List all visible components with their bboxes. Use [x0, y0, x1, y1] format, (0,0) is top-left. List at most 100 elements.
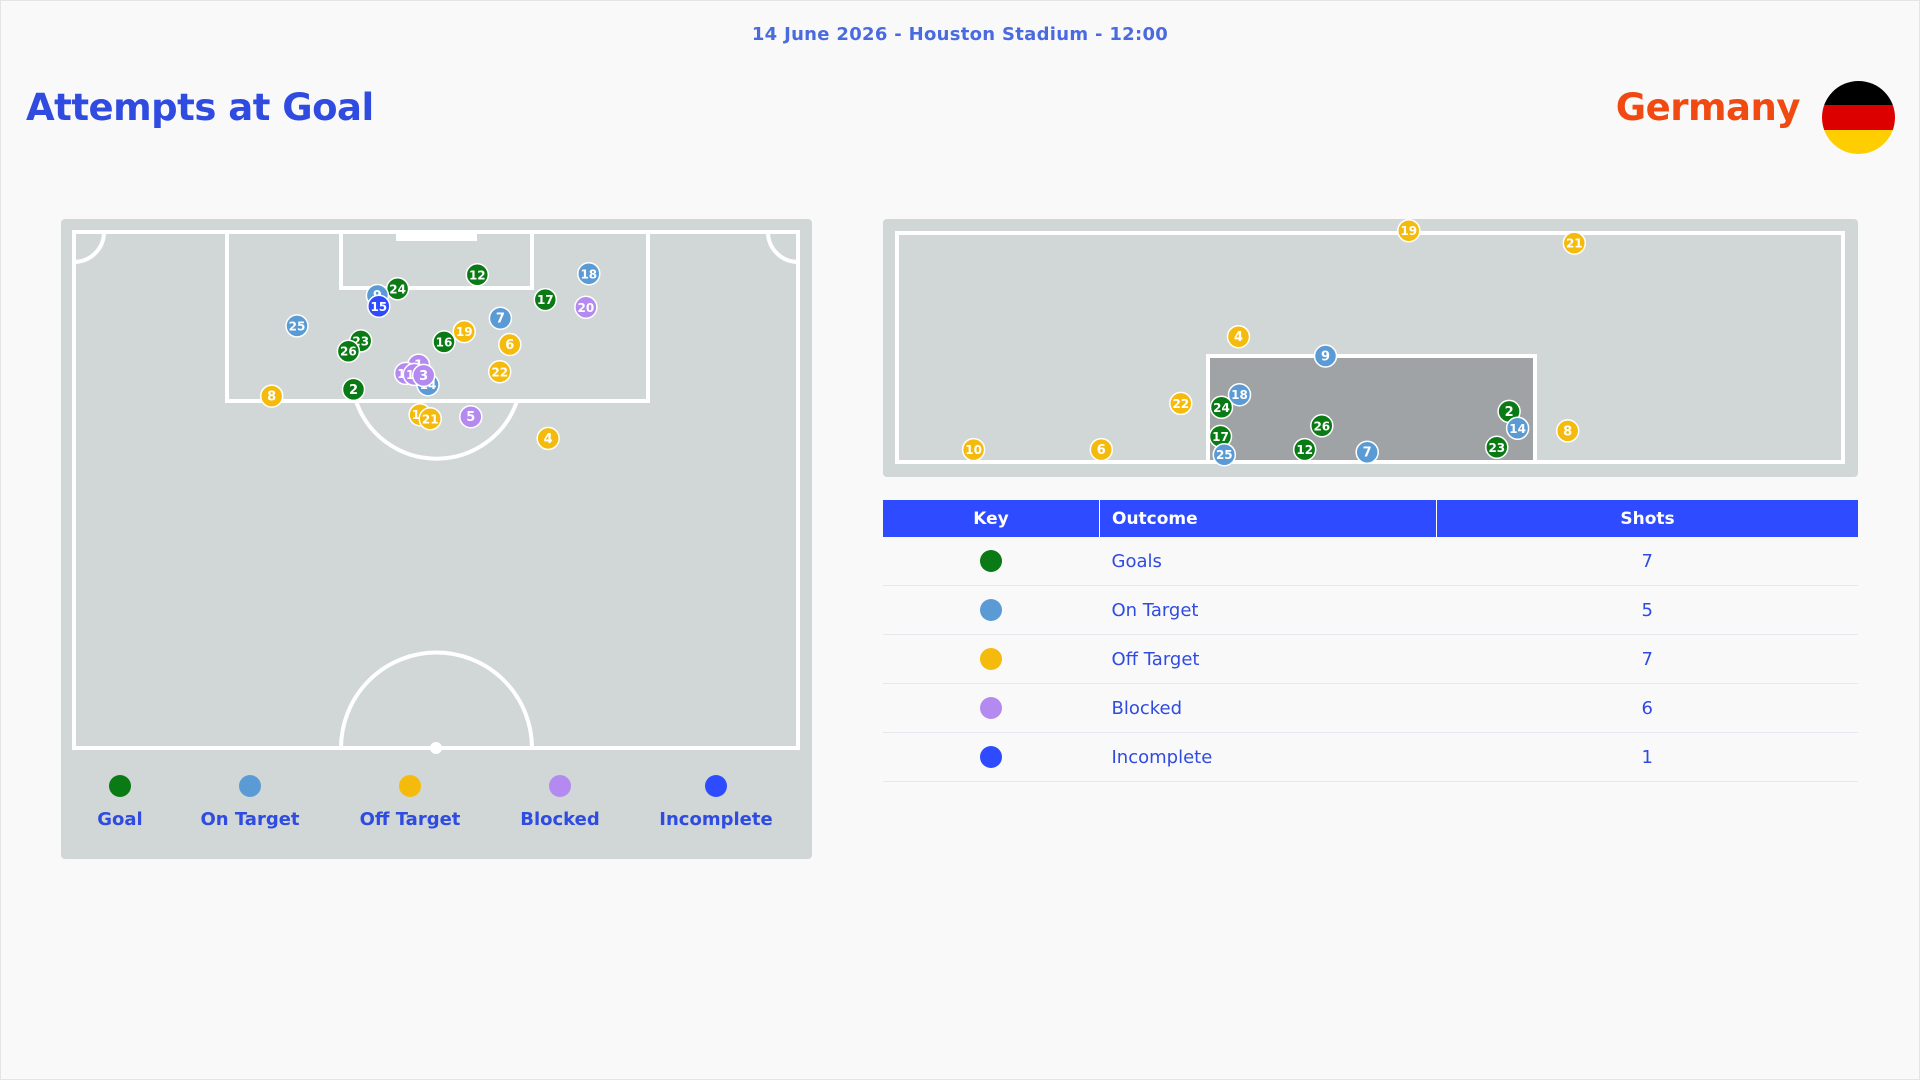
shot-label: 18 — [580, 267, 597, 281]
header-key: Key — [883, 500, 1100, 537]
shot-point — [574, 295, 598, 320]
shot-marker: 24 — [1209, 395, 1234, 420]
shots-cell: 6 — [1436, 683, 1858, 733]
shot-point — [1226, 324, 1251, 349]
legend-item-goal: Goal — [40, 775, 200, 830]
shot-marker: 9 — [1313, 344, 1338, 368]
shot-marker: 22 — [1169, 391, 1193, 416]
shot-label: 26 — [340, 345, 357, 359]
outcome-cell: Off Target — [1099, 634, 1437, 684]
shot-marker: 6 — [498, 332, 522, 357]
shot-point — [336, 339, 361, 363]
shot-label: 2 — [349, 383, 358, 398]
shot-marker: 25 — [1212, 442, 1237, 467]
shot-label: 22 — [1172, 397, 1189, 411]
shot-marker: 23 — [1485, 435, 1509, 460]
shot-point — [1313, 344, 1338, 368]
shot-point — [1562, 231, 1587, 255]
shot-label: 17 — [1212, 430, 1229, 444]
shot-label: 25 — [1216, 448, 1233, 462]
team-name: Germany — [1615, 86, 1801, 129]
shot-point — [1505, 416, 1530, 441]
shot-marker: 26 — [1310, 414, 1334, 438]
legend-dot — [705, 775, 727, 797]
shot-label: 12 — [1296, 443, 1313, 457]
shot-point — [1310, 414, 1334, 438]
shot-point — [1292, 437, 1317, 462]
shot-label: 8 — [267, 390, 276, 405]
shot-label: 20 — [578, 301, 595, 315]
shot-marker: 4 — [536, 426, 560, 451]
shot-marker: 4 — [1226, 324, 1251, 349]
legend-dot — [109, 775, 131, 797]
match-info: 14 June 2026 - Houston Stadium - 12:00 — [751, 24, 1169, 45]
shot-point — [259, 384, 284, 408]
legend-dot — [239, 775, 261, 797]
shot-marker: 16 — [432, 330, 456, 354]
shot-label: 2 — [1505, 405, 1514, 420]
shot-point — [418, 407, 442, 431]
legend-dot — [549, 775, 571, 797]
shot-marker: 22 — [487, 360, 512, 384]
shot-label: 14 — [1509, 422, 1526, 436]
shot-point — [411, 363, 436, 388]
table-row: Goals 7 — [883, 537, 1858, 586]
shot-marker: 14 — [1505, 416, 1530, 441]
key-cell — [883, 634, 1100, 684]
shot-marker: 12 — [1292, 437, 1317, 462]
legend-item-off-target: Off Target — [330, 775, 490, 830]
shot-marker: 3 — [411, 363, 436, 388]
table-header-row: Key Outcome Shots — [883, 500, 1858, 537]
shot-marker: 19 — [1397, 219, 1421, 243]
shot-point — [465, 263, 490, 287]
shot-label: 24 — [389, 282, 406, 296]
shot-point — [1227, 382, 1252, 407]
shot-label: 15 — [370, 300, 387, 314]
key-dot — [980, 550, 1003, 572]
shot-marker: 19 — [452, 319, 476, 344]
shot-label: 12 — [469, 268, 486, 282]
shot-marker: 7 — [488, 306, 513, 330]
shot-label: 21 — [1566, 237, 1583, 251]
shot-marker: 24 — [385, 277, 410, 301]
shot-marker: 8 — [1555, 419, 1580, 443]
shot-label: 26 — [1313, 419, 1330, 433]
legend-label: Off Target — [359, 809, 461, 830]
shot-marker: 18 — [1227, 382, 1252, 407]
goal-frame — [1206, 354, 1537, 464]
shot-label: 6 — [505, 338, 514, 353]
shot-marker: 7 — [1355, 440, 1379, 464]
shots-cell: 7 — [1436, 634, 1858, 684]
key-dot — [980, 697, 1003, 719]
shot-marker: 26 — [336, 339, 361, 363]
shot-point — [533, 287, 558, 312]
shot-marker: 17 — [533, 287, 558, 312]
shots-cell: 5 — [1436, 585, 1858, 635]
legend-label: Goal — [97, 809, 143, 830]
shot-label: 9 — [1321, 350, 1330, 365]
shot-marker: 5 — [459, 404, 483, 429]
shot-point — [452, 319, 476, 344]
shot-label: 25 — [289, 319, 306, 333]
shot-marker: 15 — [367, 294, 391, 319]
key-cell — [883, 683, 1100, 733]
corner-arc-right — [766, 231, 799, 264]
legend-dot — [399, 775, 421, 797]
shot-point — [536, 426, 560, 451]
header-shots: Shots — [1436, 500, 1858, 537]
shot-label: 10 — [965, 443, 982, 457]
shot-point — [1089, 437, 1114, 462]
shots-cell: 7 — [1436, 537, 1858, 586]
shot-point — [432, 330, 456, 354]
shot-label: 8 — [1563, 424, 1572, 439]
outcome-cell: Incomplete — [1099, 732, 1437, 782]
shot-marker: 12 — [465, 263, 490, 287]
penalty-arc — [354, 400, 519, 461]
legend-item-incomplete: Incomplete — [636, 775, 796, 830]
legend-item-blocked: Blocked — [480, 775, 640, 830]
shot-marker: 21 — [1562, 231, 1587, 255]
shot-label: 16 — [436, 335, 453, 349]
pitch-markings — [72, 230, 800, 750]
header-outcome: Outcome — [1099, 500, 1437, 537]
